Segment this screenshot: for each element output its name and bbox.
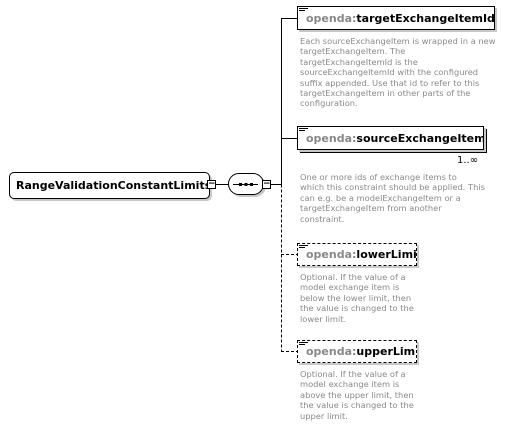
element-documentation: Each sourceExchangeItem is wrapped in a … bbox=[300, 36, 496, 109]
root-element-box[interactable]: RangeValidationConstantLimits... bbox=[9, 172, 210, 199]
sequence-collapse-button[interactable]: − bbox=[262, 179, 271, 189]
element-type-icon bbox=[299, 245, 308, 251]
element-name: upperLimit bbox=[356, 345, 416, 358]
element-name: lowerLimit bbox=[356, 248, 417, 261]
element-source-exchange-item-id[interactable]: openda:sourceExchangeItemId bbox=[297, 126, 484, 150]
element-lower-limit[interactable]: openda:lowerLimit bbox=[297, 243, 417, 266]
element-documentation: Optional. If the value of a model exchan… bbox=[300, 369, 414, 421]
element-target-exchange-item-id[interactable]: openda:targetExchangeItemIdS... bbox=[297, 6, 495, 30]
element-type-icon bbox=[299, 8, 308, 14]
element-prefix: openda: bbox=[306, 131, 357, 145]
element-type-icon bbox=[299, 128, 308, 134]
cardinality-label: 1..∞ bbox=[457, 155, 479, 166]
root-collapse-button[interactable]: − bbox=[207, 179, 216, 189]
sequence-compositor-icon bbox=[233, 183, 258, 186]
element-upper-limit[interactable]: openda:upperLimit bbox=[297, 340, 417, 363]
element-prefix: openda: bbox=[306, 248, 357, 261]
root-element-label: RangeValidationConstantLimits... bbox=[16, 179, 210, 192]
element-prefix: openda: bbox=[306, 11, 357, 25]
element-type-icon bbox=[299, 342, 308, 348]
element-name: targetExchangeItemIdS... bbox=[356, 11, 495, 25]
element-prefix: openda: bbox=[306, 345, 357, 358]
element-documentation: Optional. If the value of a model exchan… bbox=[300, 272, 414, 324]
element-documentation: One or more ids of exchange items to whi… bbox=[300, 172, 485, 224]
element-name: sourceExchangeItemId bbox=[356, 131, 484, 145]
